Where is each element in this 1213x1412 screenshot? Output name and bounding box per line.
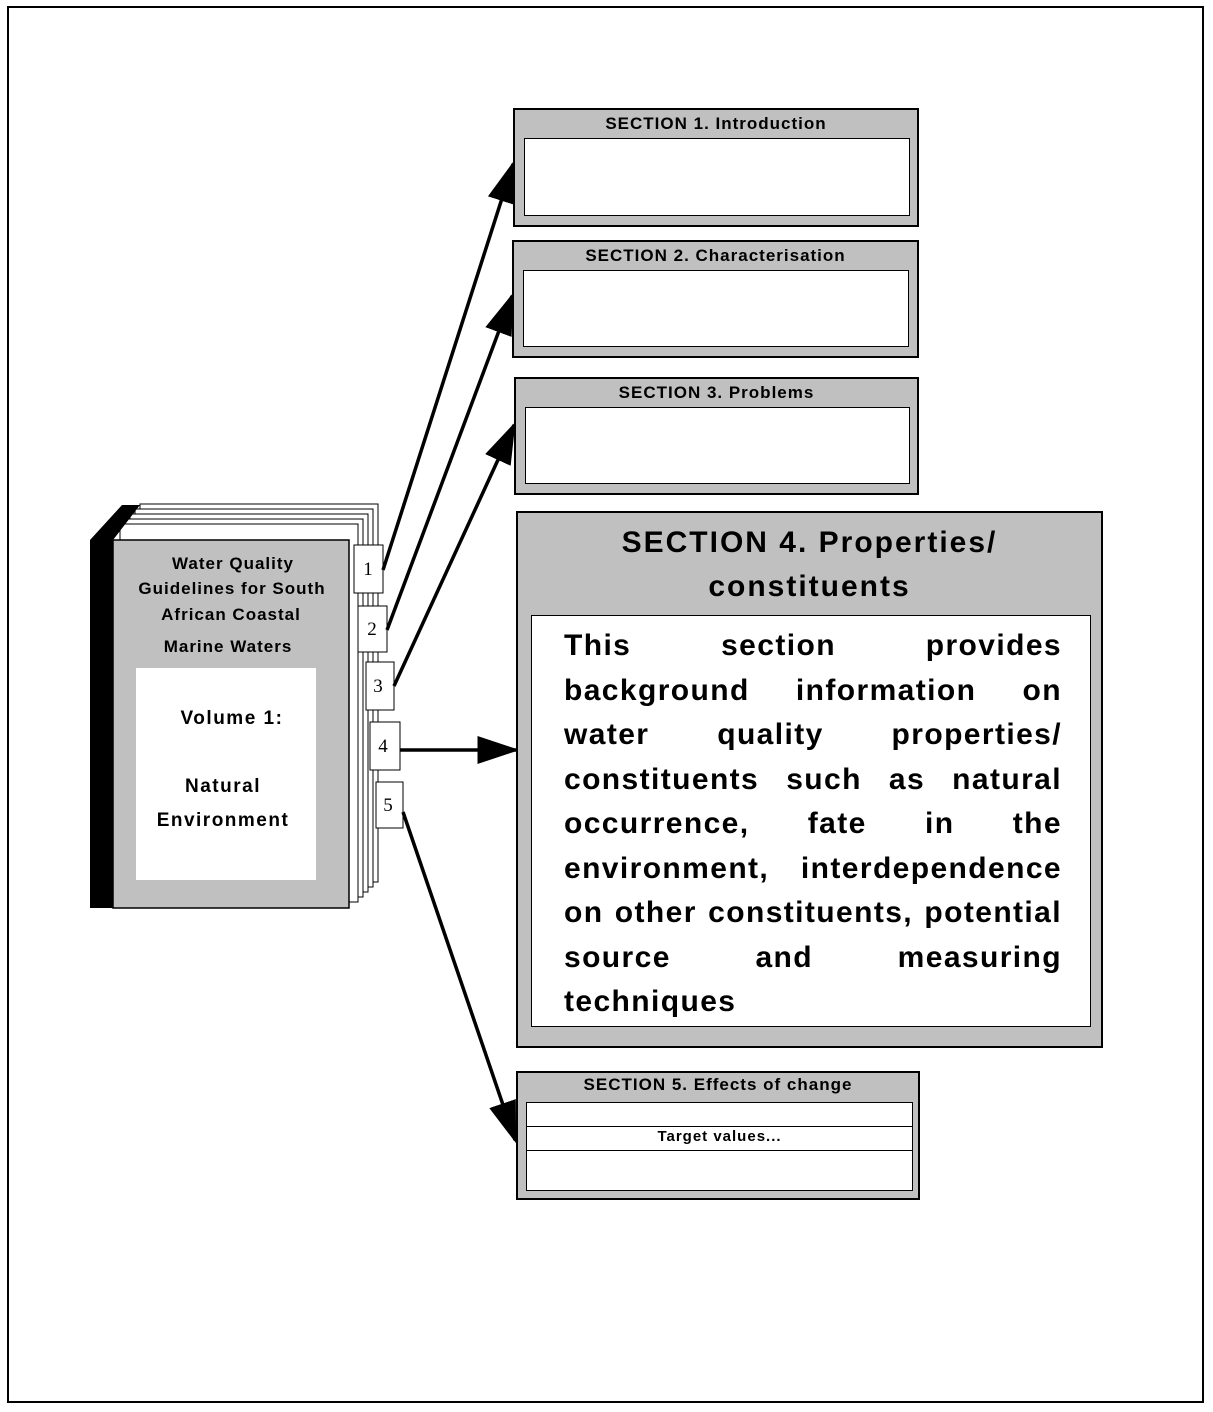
section-5-content-box: Target values... — [526, 1102, 913, 1191]
section-2-content-box — [523, 270, 909, 347]
volume-name-line-2: Environment — [157, 810, 290, 831]
book-title-line-4: Marine Waters — [164, 637, 293, 656]
svg-text:5: 5 — [383, 795, 393, 816]
book-title-line-3: African Coastal — [161, 605, 301, 624]
book-title-line-2: Guidelines for South — [138, 579, 325, 598]
arrow-tab3-to-section3 — [392, 421, 516, 687]
book-spine — [90, 505, 140, 908]
volume-panel — [136, 668, 316, 880]
section-5-panel: SECTION 5. Effects of change Target valu… — [516, 1071, 920, 1200]
book-tab-5: 5 — [375, 781, 404, 829]
arrow-tab2-to-section2 — [385, 292, 514, 631]
section-4-panel: SECTION 4. Properties/ constituents This… — [516, 511, 1103, 1048]
section-5-rule-bottom — [527, 1150, 912, 1151]
svg-text:2: 2 — [367, 619, 377, 640]
section-4-title-line-1: SECTION 4. Properties/ — [621, 526, 998, 559]
svg-text:1: 1 — [363, 559, 373, 580]
arrow-tab5-to-section5 — [401, 811, 517, 1144]
book-tab-3: 3 — [365, 661, 395, 711]
section-5-target-values: Target values... — [657, 1128, 782, 1145]
book-tab-4: 4 — [369, 721, 401, 771]
book-tab-2: 2 — [357, 605, 388, 653]
section-2-panel: SECTION 2. Characterisation — [512, 240, 919, 358]
section-2-title: SECTION 2. Characterisation — [585, 246, 846, 265]
svg-text:4: 4 — [378, 736, 388, 757]
section-3-panel: SECTION 3. Problems — [514, 377, 919, 495]
section-1-panel: SECTION 1. Introduction — [513, 108, 919, 227]
section-4-content-box: This section provides background informa… — [531, 615, 1091, 1027]
arrow-tab1-to-section1 — [381, 160, 515, 571]
section-1-title: SECTION 1. Introduction — [605, 114, 827, 133]
section-4-title-line-2: constituents — [708, 570, 911, 603]
book-tab-1: 1 — [353, 544, 384, 594]
svg-text:3: 3 — [373, 676, 383, 697]
volume-label: Volume 1: — [181, 708, 284, 729]
section-3-content-box — [525, 407, 910, 484]
section-1-content-box — [524, 138, 910, 216]
book-title-line-1: Water Quality — [172, 554, 294, 573]
section-4-description: This section provides background informa… — [564, 629, 1062, 1018]
volume-name-line-1: Natural — [185, 776, 261, 797]
section-5-title: SECTION 5. Effects of change — [583, 1075, 853, 1094]
section-3-title: SECTION 3. Problems — [618, 383, 815, 402]
section-5-rule-top — [527, 1126, 912, 1127]
